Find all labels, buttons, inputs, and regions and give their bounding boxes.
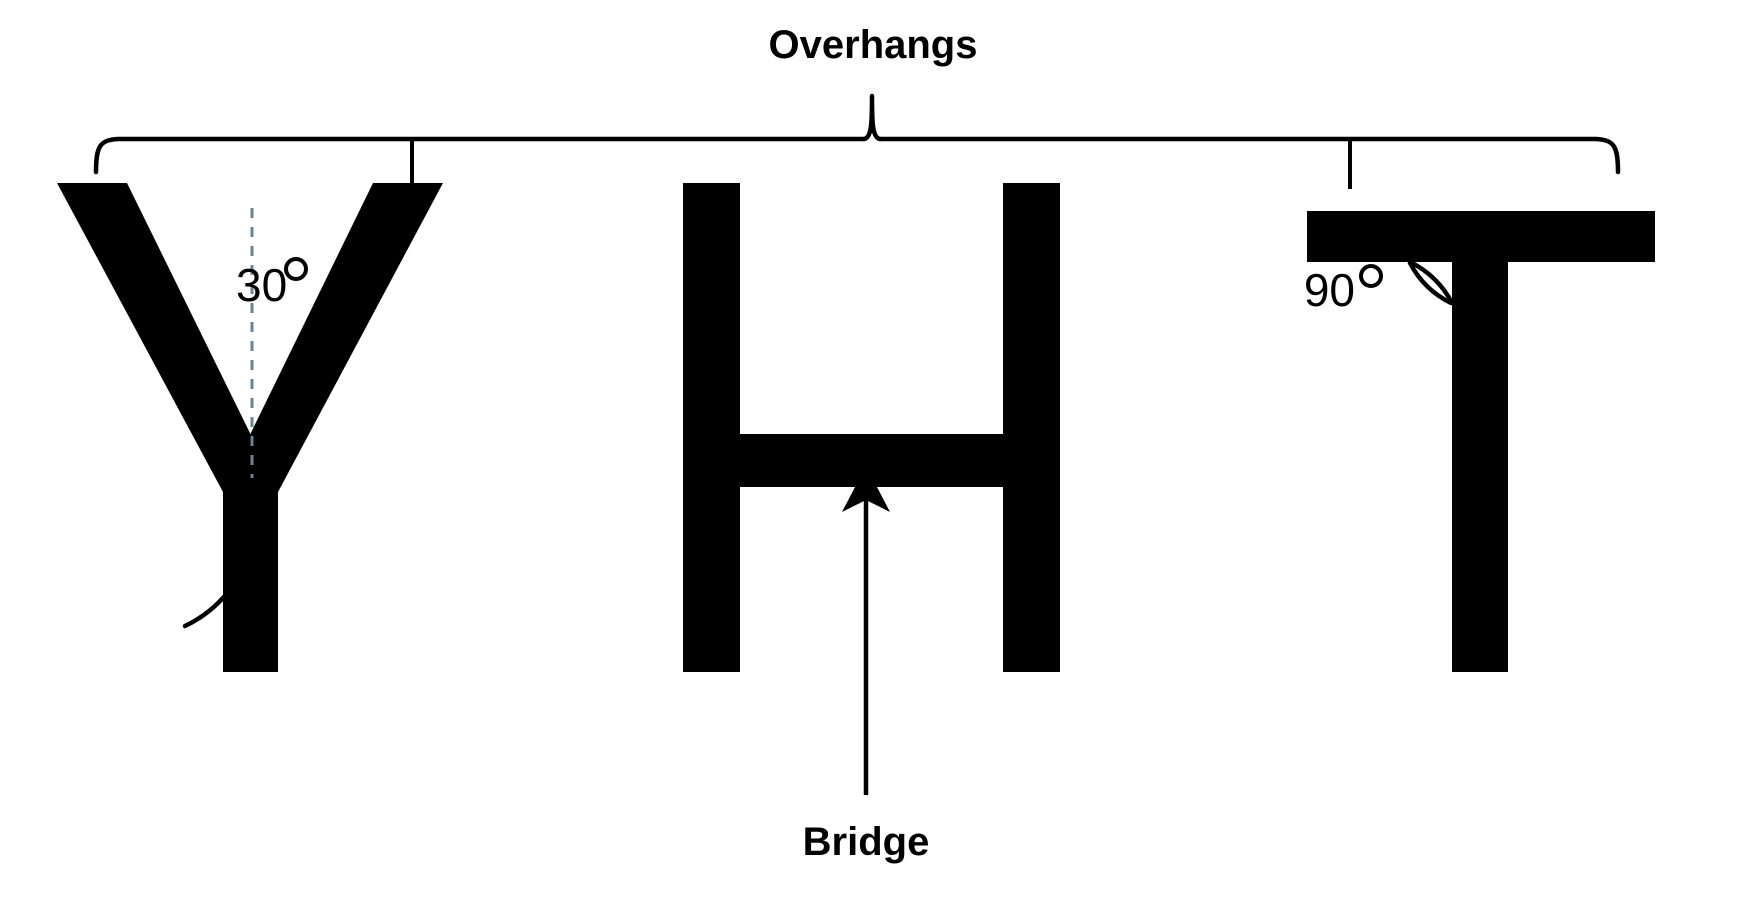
- letter-y: [57, 183, 443, 672]
- angle-90-value: 90: [1304, 264, 1355, 316]
- brace-right-arm: [877, 136, 1621, 175]
- caption-bridge: Bridge: [803, 820, 930, 864]
- title-overhangs: Overhangs: [769, 23, 978, 67]
- angle-30-degree-icon: [284, 257, 308, 281]
- angle-90-arc: [1407, 259, 1455, 306]
- letter-y-left-arm: [57, 183, 278, 575]
- brace-center-pointer: [861, 93, 883, 142]
- bridge-arrow: [842, 466, 890, 795]
- overhangs-brace: [93, 93, 1621, 189]
- angle-30-annotation: 30: [182, 208, 308, 629]
- brace-left-arm: [93, 136, 867, 175]
- letter-y-stem: [223, 470, 278, 672]
- angle-90-annotation: 90: [1304, 259, 1455, 316]
- angle-90-arc-outer: [1407, 260, 1454, 306]
- letter-h-right-stem: [1003, 183, 1060, 672]
- letter-h: [683, 183, 1060, 672]
- angle-30-value: 30: [236, 259, 287, 311]
- angle-30-arc: [182, 539, 255, 629]
- bridge-arrow-head: [842, 466, 890, 512]
- letter-h-left-stem: [683, 183, 740, 672]
- letter-t-stem: [1452, 211, 1508, 672]
- angle-90-degree-icon: [1359, 264, 1383, 288]
- letter-t: [1307, 211, 1655, 672]
